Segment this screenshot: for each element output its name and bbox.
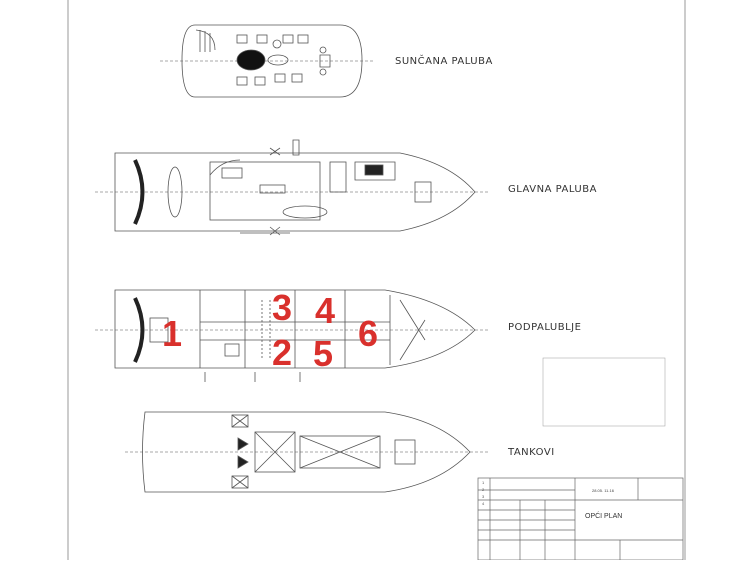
cabin-number-1: 1 xyxy=(162,313,183,354)
title-grid-row-2: 2 xyxy=(482,487,485,492)
title-block-date: 28.05. 11.16 xyxy=(592,488,614,493)
lower-deck-label: PODPALUBLJE xyxy=(508,322,582,333)
title-block xyxy=(477,477,684,561)
cabin-number-6: 6 xyxy=(358,313,379,354)
title-grid-row-4: 4 xyxy=(482,501,485,506)
cabin-number-4: 4 xyxy=(315,290,336,331)
title-grid-row-3: 3 xyxy=(482,494,485,499)
sun-deck-plan xyxy=(160,24,375,98)
plan-title: OPĆI PLAN xyxy=(585,513,623,520)
main-deck-plan xyxy=(95,139,490,236)
main-deck-label: GLAVNA PALUBA xyxy=(508,184,597,195)
cabin-number-2: 2 xyxy=(272,332,293,373)
title-grid-row-1: 1 xyxy=(482,480,485,485)
tank-deck-label: TANKOVI xyxy=(508,447,555,458)
spec-table xyxy=(542,357,666,427)
sun-deck-label: SUNČANA PALUBA xyxy=(395,56,493,67)
cabin-number-5: 5 xyxy=(313,333,334,374)
tank-deck-plan xyxy=(125,411,490,493)
cabin-number-3: 3 xyxy=(272,287,293,328)
lower-deck-plan xyxy=(95,289,490,382)
